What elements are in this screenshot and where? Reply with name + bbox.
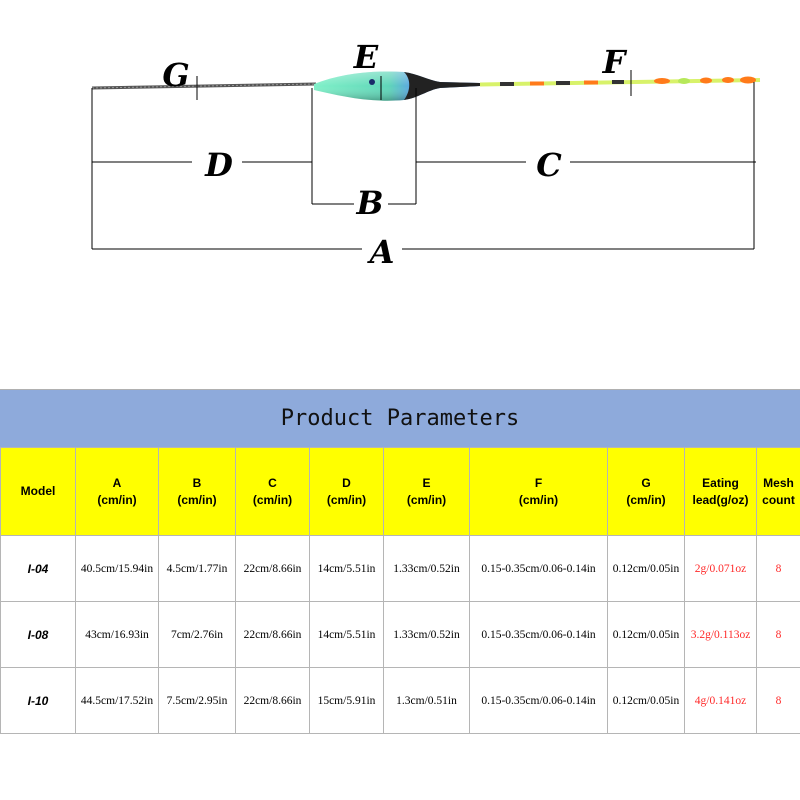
cell-e: 1.3cm/0.51in bbox=[383, 667, 470, 734]
dimension-lines bbox=[91, 70, 756, 250]
cell-a: 43cm/16.93in bbox=[75, 601, 159, 668]
header-g: G(cm/in) bbox=[607, 447, 685, 536]
parameters-table: Model A(cm/in) B(cm/in) C(cm/in) D(cm/in… bbox=[0, 447, 800, 734]
cell-mesh-count: 8 bbox=[756, 601, 800, 668]
cell-b: 7cm/2.76in bbox=[158, 601, 236, 668]
table-header-row: Model A(cm/in) B(cm/in) C(cm/in) D(cm/in… bbox=[0, 447, 800, 536]
cell-b: 4.5cm/1.77in bbox=[158, 535, 236, 602]
float-tip bbox=[479, 76, 761, 87]
header-e: E(cm/in) bbox=[383, 447, 470, 536]
cell-f: 0.15-0.35cm/0.06-0.14in bbox=[469, 667, 608, 734]
float-stem bbox=[91, 82, 317, 90]
table-row: I-04 40.5cm/15.94in 4.5cm/1.77in 22cm/8.… bbox=[0, 535, 800, 602]
header-d: D(cm/in) bbox=[309, 447, 384, 536]
cell-d: 14cm/5.51in bbox=[309, 601, 384, 668]
cell-mesh-count: 8 bbox=[756, 667, 800, 734]
float-dimension-diagram: G E F D C B A bbox=[91, 38, 761, 271]
cell-eating-lead: 4g/0.141oz bbox=[684, 667, 757, 734]
dim-label-f: F bbox=[602, 43, 628, 81]
table-title: Product Parameters bbox=[0, 389, 800, 447]
cell-g: 0.12cm/0.05in bbox=[607, 667, 685, 734]
header-a: A(cm/in) bbox=[75, 447, 159, 536]
dim-label-a: A bbox=[367, 233, 395, 271]
cell-mesh-count: 8 bbox=[756, 535, 800, 602]
header-f: F(cm/in) bbox=[469, 447, 608, 536]
cell-model: I-08 bbox=[0, 601, 76, 668]
cell-f: 0.15-0.35cm/0.06-0.14in bbox=[469, 535, 608, 602]
cell-a: 44.5cm/17.52in bbox=[75, 667, 159, 734]
cell-f: 0.15-0.35cm/0.06-0.14in bbox=[469, 601, 608, 668]
cell-eating-lead: 3.2g/0.113oz bbox=[684, 601, 757, 668]
table-row: I-08 43cm/16.93in 7cm/2.76in 22cm/8.66in… bbox=[0, 601, 800, 668]
cell-b: 7.5cm/2.95in bbox=[158, 667, 236, 734]
cell-d: 15cm/5.91in bbox=[309, 667, 384, 734]
dim-label-b: B bbox=[355, 184, 383, 222]
cell-e: 1.33cm/0.52in bbox=[383, 601, 470, 668]
float-body bbox=[314, 71, 480, 101]
dim-label-d: D bbox=[204, 146, 233, 184]
table-row: I-10 44.5cm/17.52in 7.5cm/2.95in 22cm/8.… bbox=[0, 667, 800, 734]
cell-model: I-10 bbox=[0, 667, 76, 734]
header-model: Model bbox=[0, 447, 76, 536]
dim-label-g: G bbox=[162, 56, 189, 94]
cell-g: 0.12cm/0.05in bbox=[607, 601, 685, 668]
cell-g: 0.12cm/0.05in bbox=[607, 535, 685, 602]
cell-d: 14cm/5.51in bbox=[309, 535, 384, 602]
header-b: B(cm/in) bbox=[158, 447, 236, 536]
cell-a: 40.5cm/15.94in bbox=[75, 535, 159, 602]
cell-c: 22cm/8.66in bbox=[235, 535, 310, 602]
dim-label-c: C bbox=[536, 146, 562, 184]
product-parameters-section: Product Parameters Model A(cm/in) B(cm/i… bbox=[0, 389, 800, 800]
cell-model: I-04 bbox=[0, 535, 76, 602]
cell-c: 22cm/8.66in bbox=[235, 667, 310, 734]
cell-c: 22cm/8.66in bbox=[235, 601, 310, 668]
cell-e: 1.33cm/0.52in bbox=[383, 535, 470, 602]
dim-label-e: E bbox=[353, 38, 379, 76]
cell-eating-lead: 2g/0.071oz bbox=[684, 535, 757, 602]
header-c: C(cm/in) bbox=[235, 447, 310, 536]
